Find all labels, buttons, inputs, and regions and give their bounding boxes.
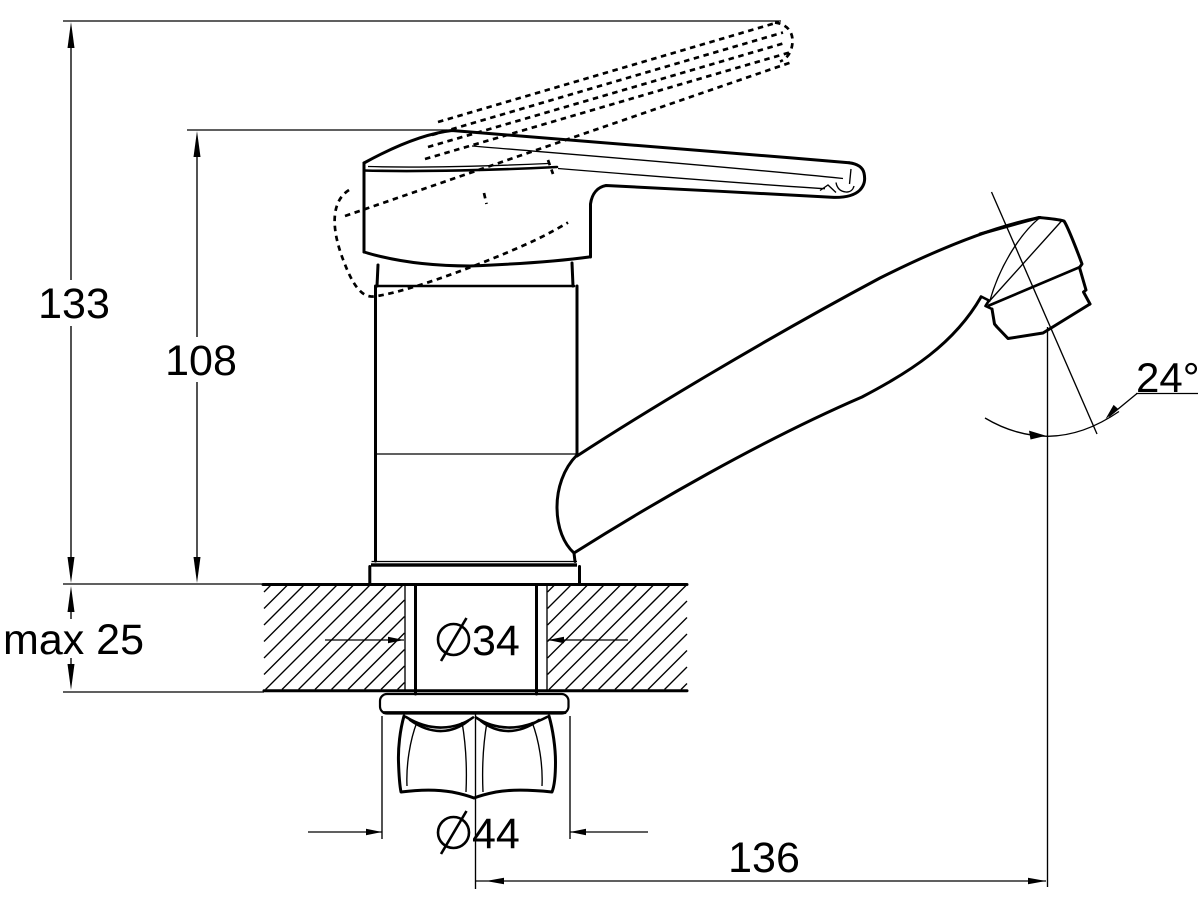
svg-text:136: 136 <box>728 834 800 882</box>
svg-text:44: 44 <box>472 810 520 858</box>
svg-text:24°: 24° <box>1136 354 1200 401</box>
svg-text:max 25: max 25 <box>3 616 144 664</box>
svg-text:34: 34 <box>472 617 520 665</box>
svg-text:133: 133 <box>38 280 110 328</box>
svg-text:108: 108 <box>165 337 237 385</box>
